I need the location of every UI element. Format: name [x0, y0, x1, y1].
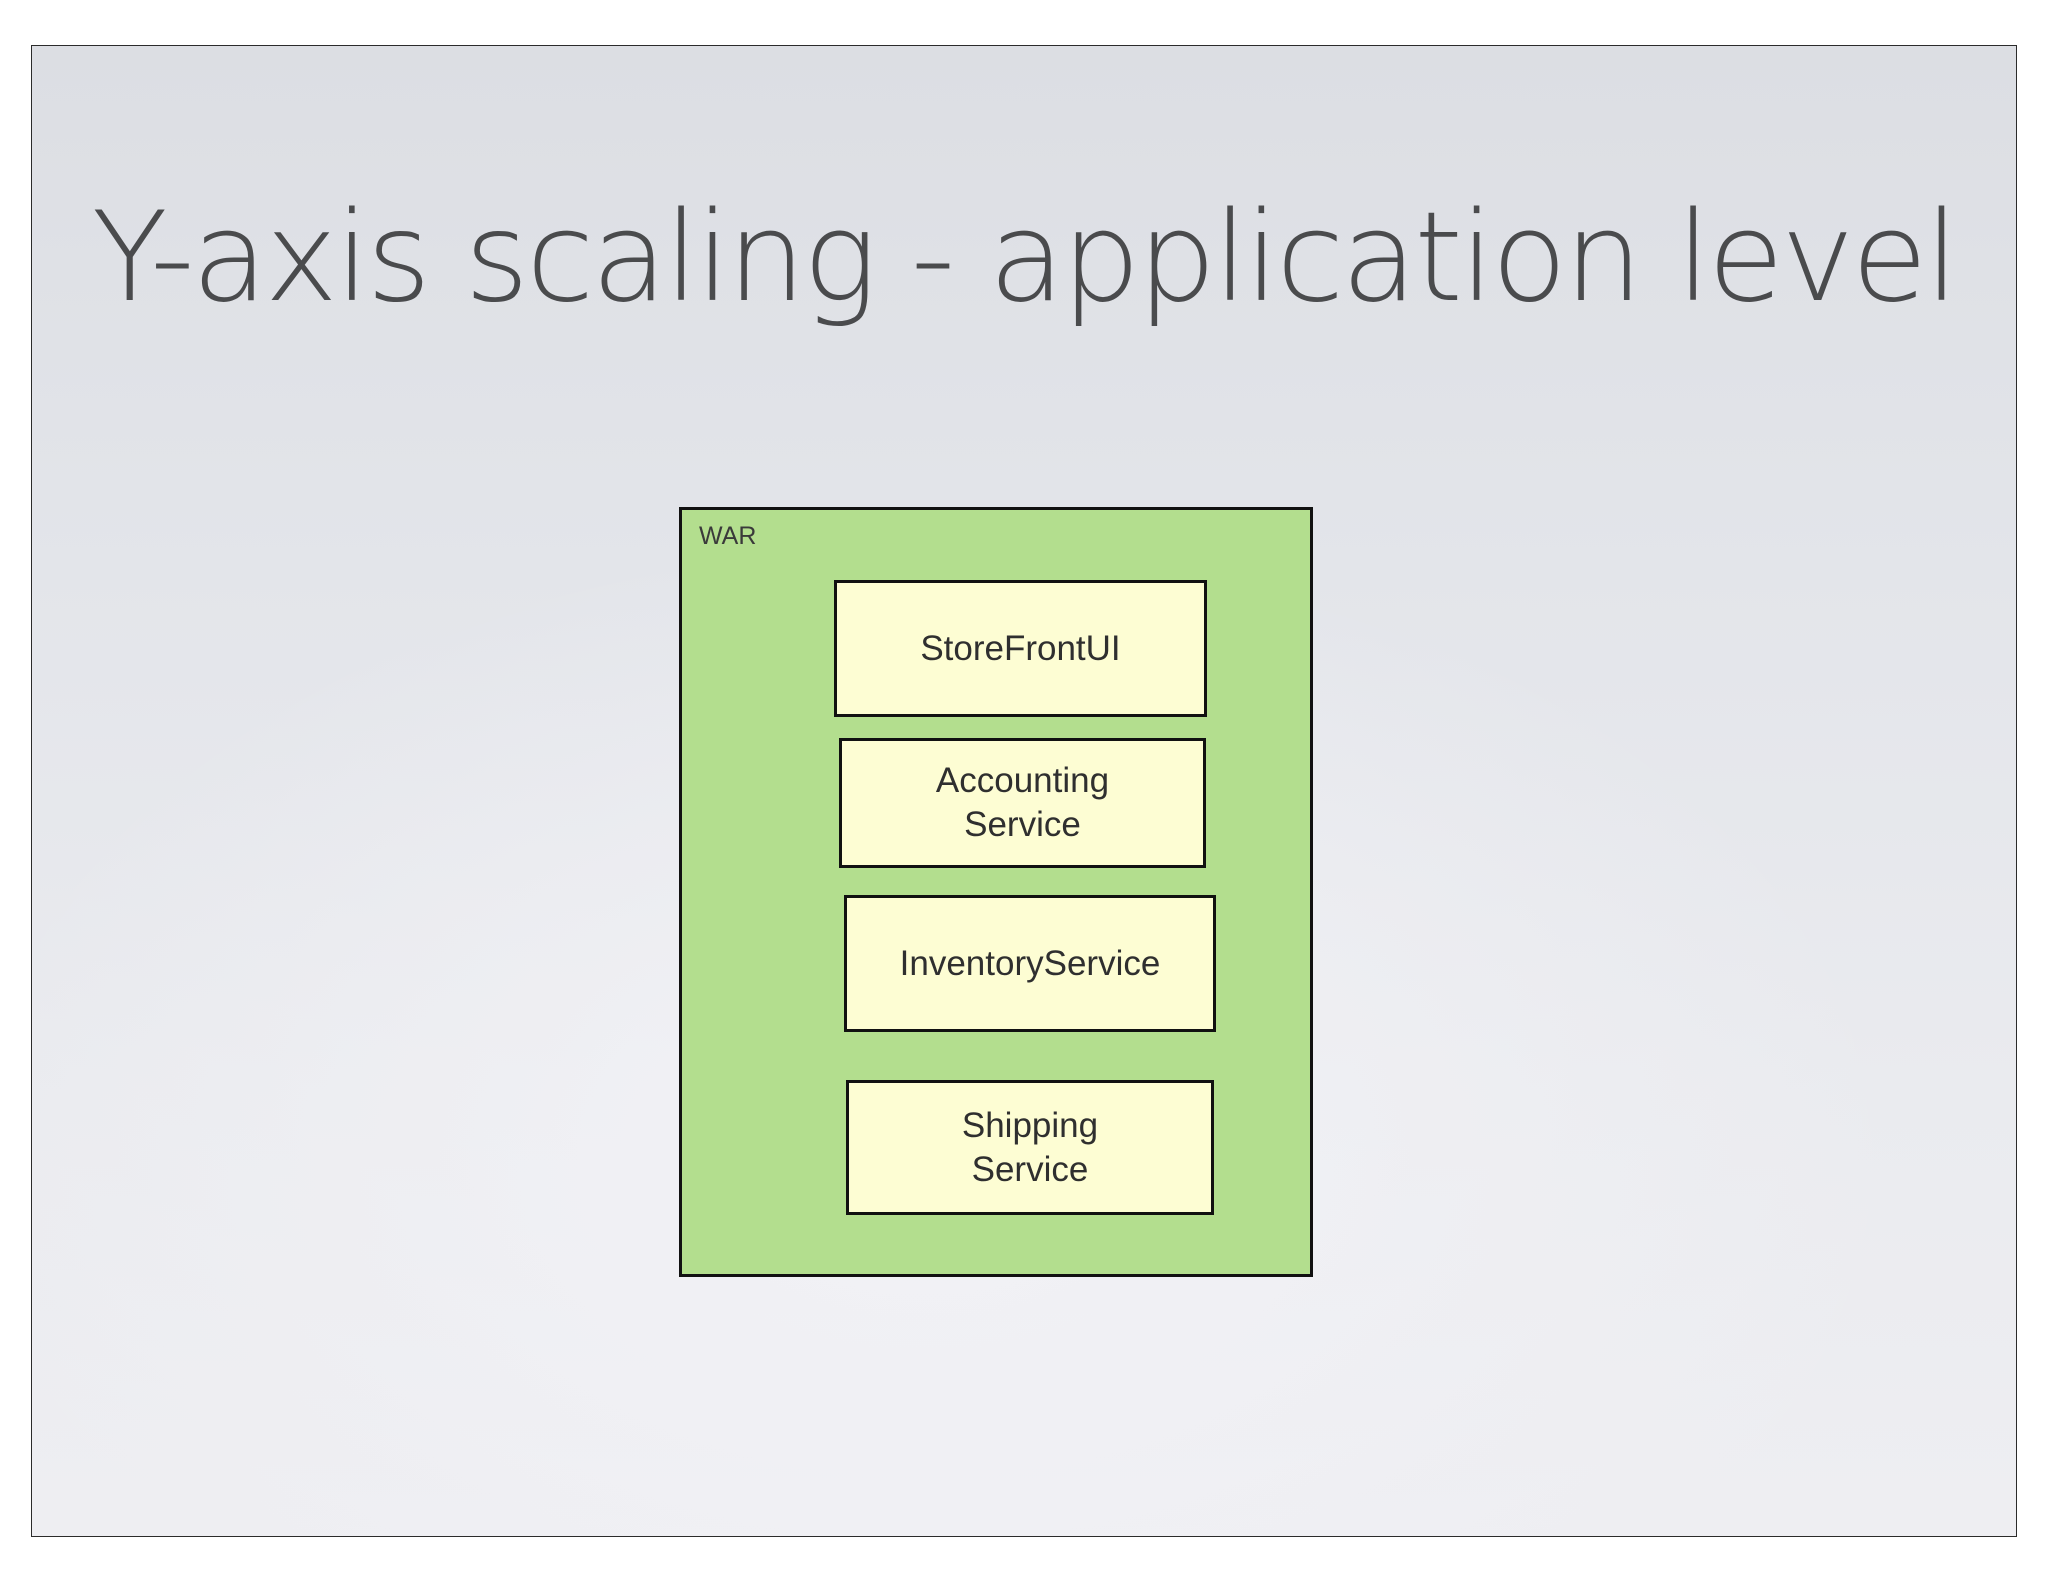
storefront-ui-label: StoreFrontUI: [920, 628, 1121, 668]
shipping-service-box: Shipping Service: [846, 1080, 1214, 1215]
accounting-service-box: Accounting Service: [839, 738, 1206, 868]
shipping-service-label: Shipping Service: [961, 1105, 1099, 1189]
inventory-service-label: InventoryService: [899, 943, 1161, 983]
war-label: WAR: [699, 522, 757, 550]
slide: Y-axis scaling - application level WAR S…: [31, 45, 2017, 1537]
storefront-ui-box: StoreFrontUI: [834, 580, 1207, 717]
inventory-service-box: InventoryService: [844, 895, 1216, 1032]
accounting-service-label: Accounting Service: [935, 761, 1110, 844]
slide-title: Y-axis scaling - application level: [91, 186, 1959, 330]
war-container: WAR StoreFrontUI Accounting Service Inve…: [679, 507, 1313, 1277]
